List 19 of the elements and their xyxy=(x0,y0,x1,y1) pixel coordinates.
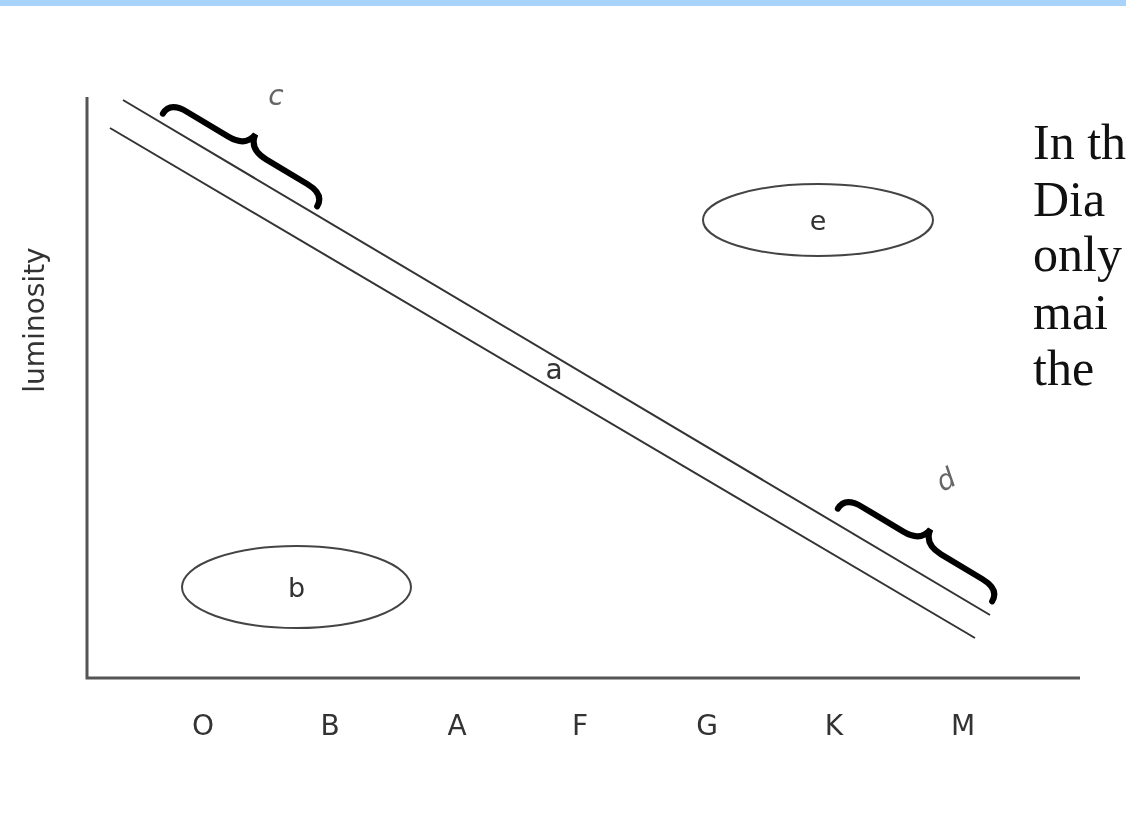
region-letter: b xyxy=(287,571,306,603)
tick-label: O xyxy=(192,712,214,740)
region-ellipse xyxy=(181,545,412,629)
tick-label: B xyxy=(320,712,340,740)
tick-label: G xyxy=(696,712,718,740)
paragraph-line: the xyxy=(1033,343,1095,393)
region-ellipse xyxy=(702,183,934,257)
region-letter: e xyxy=(809,204,827,236)
paragraph-line: In th xyxy=(1033,117,1126,167)
tick-label: A xyxy=(447,712,467,740)
tick-label: F xyxy=(571,712,589,740)
region-letter: d xyxy=(931,463,961,497)
tick-label: M xyxy=(950,712,976,740)
tick-label: K xyxy=(824,712,844,740)
paragraph-line: Dia xyxy=(1033,174,1106,224)
region-letter: c xyxy=(268,82,284,110)
axis-label: luminosity xyxy=(21,247,49,393)
region-letter: a xyxy=(545,356,563,384)
paragraph-line: mai xyxy=(1033,287,1108,337)
